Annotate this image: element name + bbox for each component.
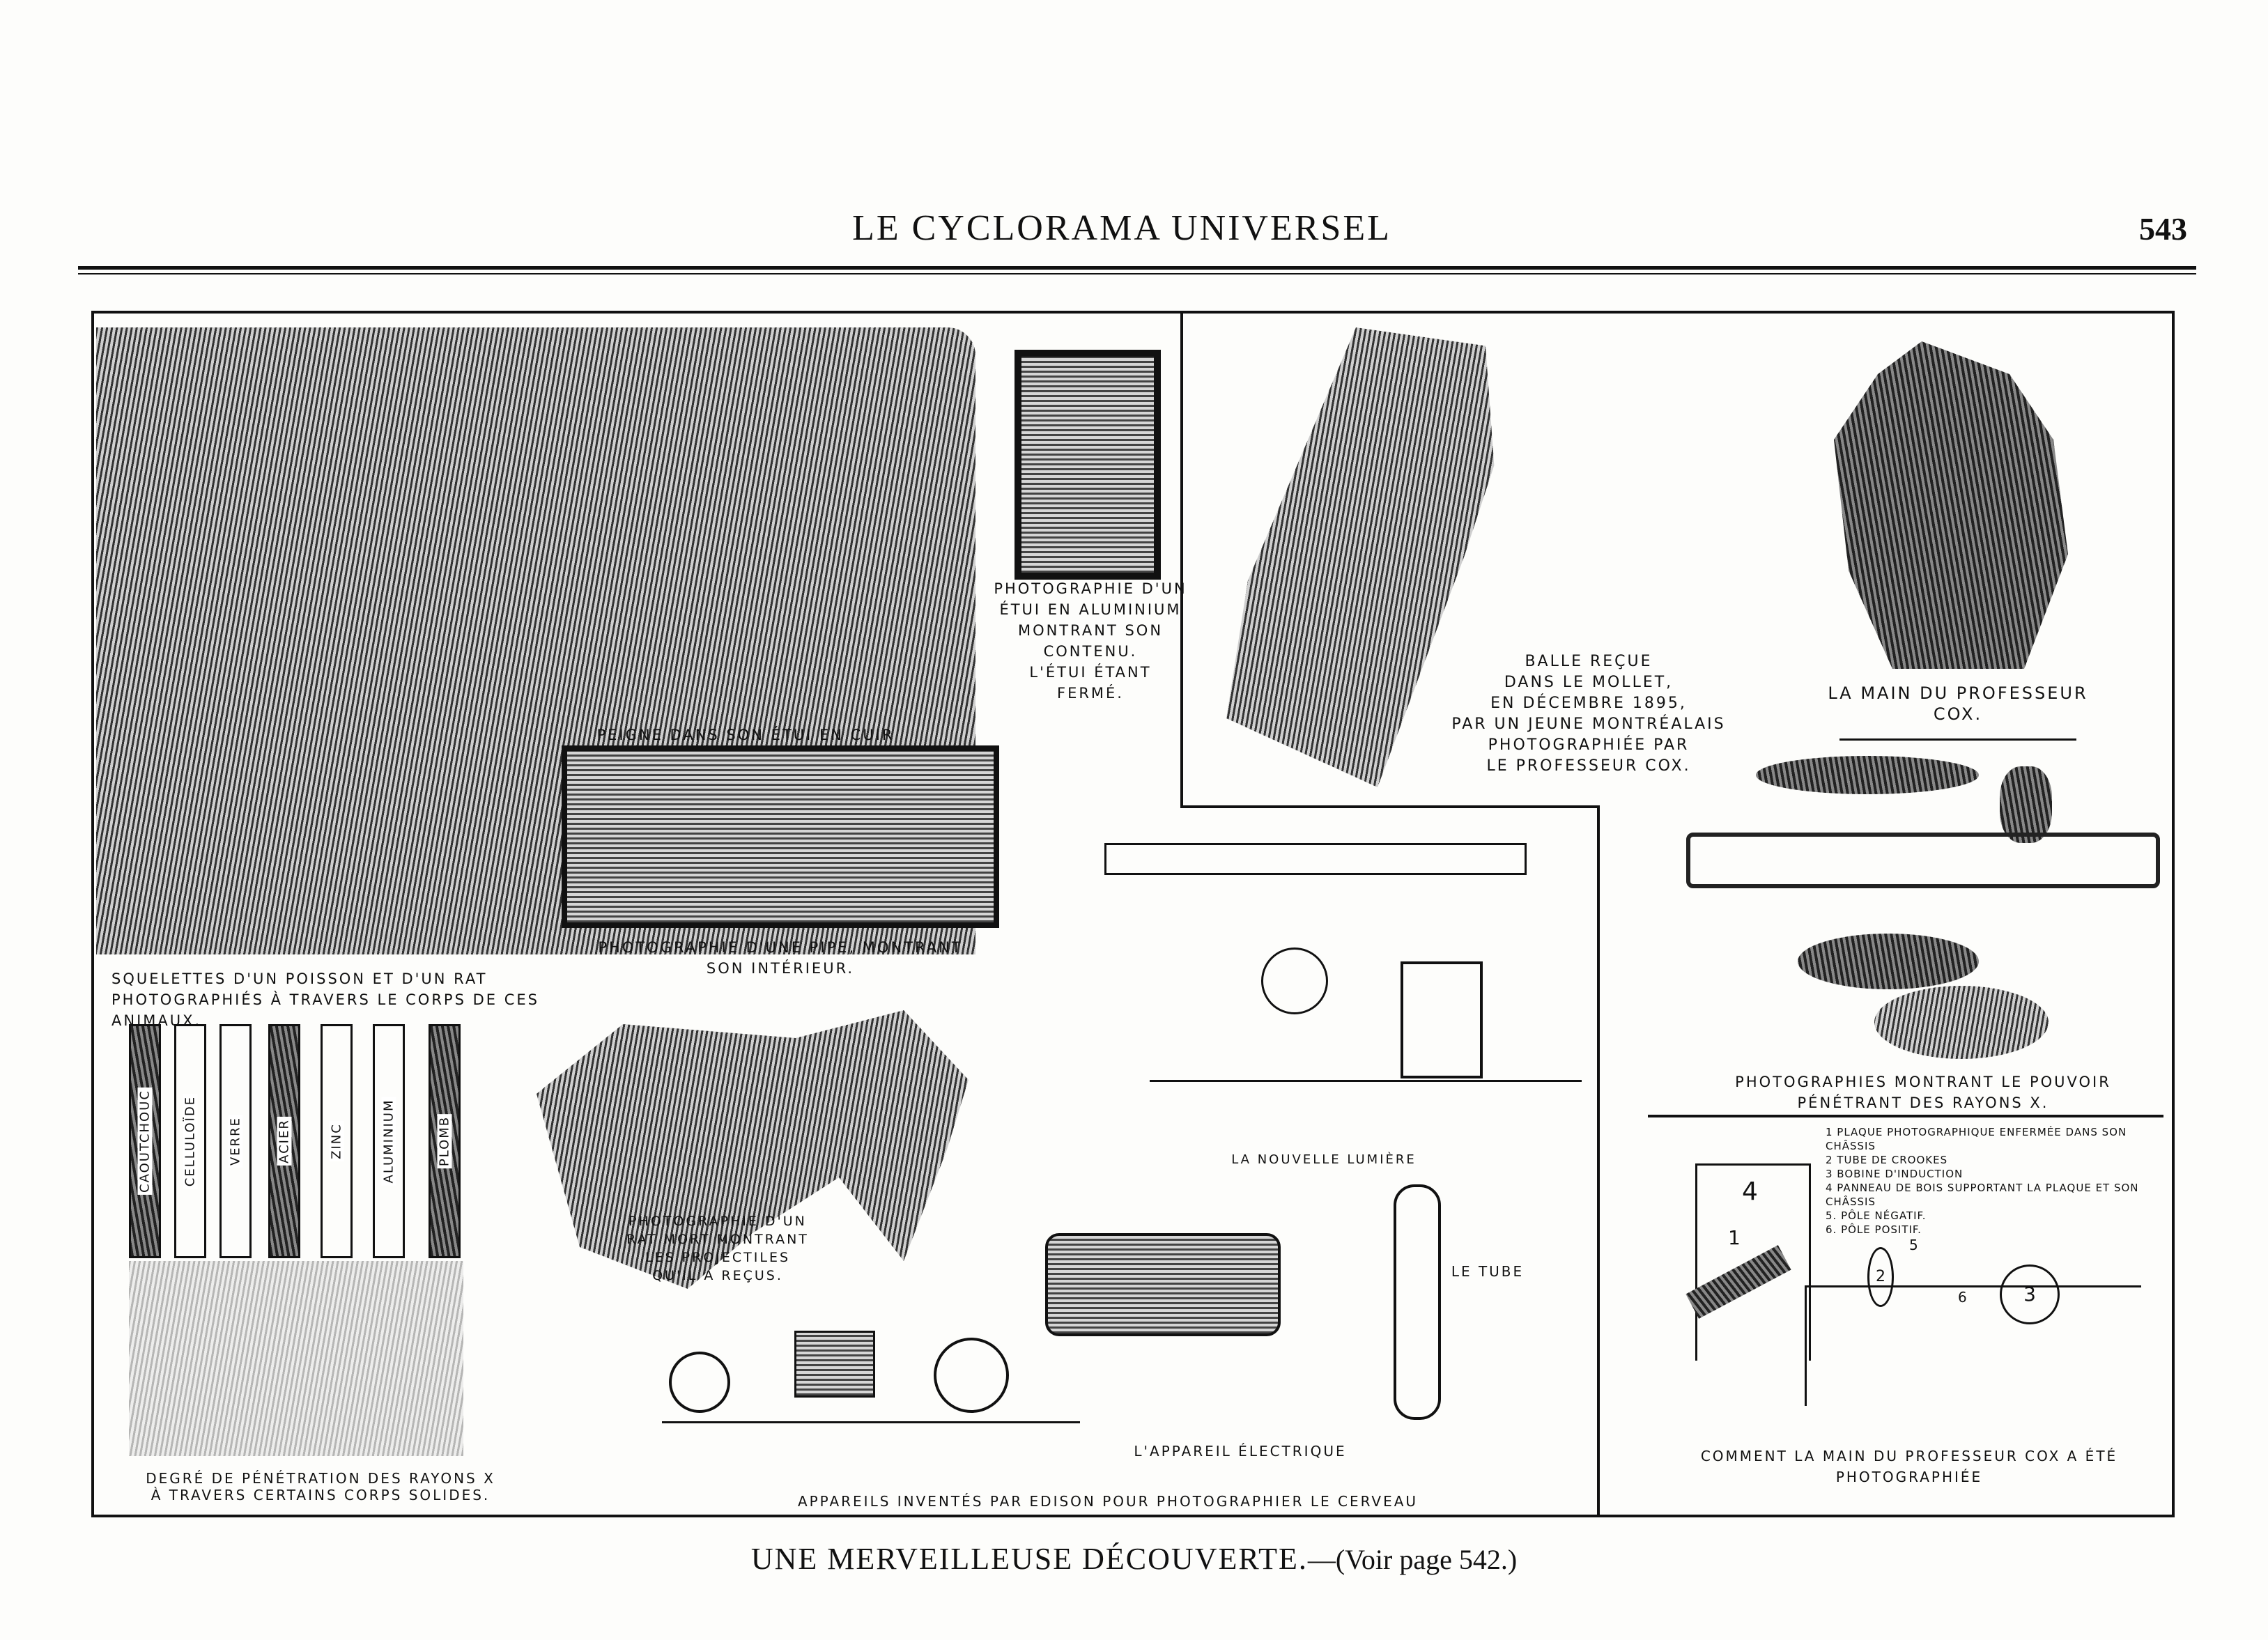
header-rule-top [78,266,2196,270]
induction-coil-apparatus [1045,1233,1281,1336]
caption-balle: BALLE REÇUE DANS LE MOLLET, EN DÉCEMBRE … [1451,653,1726,775]
positive-pole-number: 6 [1958,1289,1967,1306]
crookes-tube: 2 [1867,1247,1894,1307]
legend-list: 1 PLAQUE PHOTOGRAPHIQUE ENFERMÉE DANS SO… [1826,1125,2174,1237]
table-apparatus [1150,1080,1582,1110]
divider [1648,1115,2163,1117]
edison-apparatus [662,1338,1080,1423]
object-xray-image [1756,756,1979,794]
legend-item: 4 PANNEAU DE BOIS SUPPORTANT LA PLAQUE E… [1826,1182,2139,1208]
saw-xray-image [1686,833,2160,888]
panel-number: 4 [1742,1177,1758,1206]
caption-etui: PHOTOGRAPHIE D'UN ÉTUI EN ALUMINIUM MONT… [994,580,1187,702]
legend-item: 1 PLAQUE PHOTOGRAPHIQUE ENFERMÉE DANS SO… [1826,1126,2127,1152]
plate-title-main: UNE MERVEILLEUSE DÉCOUVERTE. [750,1542,1308,1576]
negative-pole-number: 5 [1909,1237,1918,1253]
legend-item: 2 TUBE DE CROOKES [1826,1154,1948,1166]
legend-item: 5. PÔLE NÉGATIF. [1826,1209,1927,1222]
caption-comment: COMMENT LA MAIN DU PROFESSEUR COX A ÉTÉ … [1700,1448,2118,1485]
caption-pipe: PHOTOGRAPHIE D'UNE PIPE, MONTRANT SON IN… [598,939,963,977]
caption-squelettes: SQUELETTES D'UN POISSON ET D'UN RAT PHOT… [111,970,539,1029]
edison-device [669,1352,730,1413]
material-strip: ZINC [321,1024,353,1258]
header-rule-bottom [78,273,2196,274]
caption-peigne: PEIGNE DANS SON ÉTUI EN CUIR [596,727,895,743]
material-strip: PLOMB [429,1024,461,1258]
edison-device [794,1331,875,1398]
legend-item: 3 BOBINE D'INDUCTION [1826,1168,1964,1180]
wooden-panel [1695,1163,1811,1361]
caption-edison: APPAREILS INVENTÉS PAR EDISON POUR PHOTO… [797,1493,1419,1510]
divider [1180,805,1600,808]
divider [1180,311,1183,807]
table [1805,1285,2141,1406]
aluminium-case-xray-image [1015,350,1161,580]
divider [1839,738,2076,741]
rail-apparatus [1104,843,1527,875]
running-title: LE CYCLORAMA UNIVERSEL [852,208,1391,248]
penetration-strips-image [129,1261,463,1456]
legend-item: 6. PÔLE POSITIF. [1826,1223,1922,1236]
material-strip: CAOUTCHOUC [129,1024,161,1258]
caption-lumiere: LA NOUVELLE LUMIÈRE [1231,1152,1417,1167]
object-xray-image [1874,986,2049,1059]
lamp-apparatus [1261,947,1328,1014]
material-strip: VERRE [219,1024,252,1258]
material-strip: ALUMINIUM [373,1024,405,1258]
material-strip: CELLULOÏDE [174,1024,206,1258]
object-xray-image [2000,766,2052,843]
plate-title: UNE MERVEILLEUSE DÉCOUVERTE.—(Voir page … [0,1541,2268,1577]
caption-degre: DEGRÉ DE PÉNÉTRATION DES RAYONS X À TRAV… [146,1470,495,1503]
induction-coil: 3 [2000,1264,2060,1324]
pipe-xray-image [562,745,999,928]
material-strip: ACIER [268,1024,300,1258]
caption-electrique: L'APPAREIL ÉLECTRIQUE [1134,1443,1347,1460]
caption-main: LA MAIN DU PROFESSEUR COX. [1828,683,2088,724]
caption-pouvoir: PHOTOGRAPHIES MONTRANT LE POUVOIR PÉNÉTR… [1735,1074,2111,1111]
frame-apparatus [1401,961,1483,1078]
caption-tube: LE TUBE [1451,1263,1525,1280]
edison-device [934,1338,1009,1413]
crookes-tube-apparatus [1394,1184,1441,1420]
page-number: 543 [2139,211,2187,247]
plate-frame [91,311,2175,1517]
plate-title-ref: —(Voir page 542.) [1307,1544,1518,1575]
object-xray-image [1798,934,1979,989]
divider [1597,805,1600,1517]
caption-rat: PHOTOGRAPHIE D'UN RAT MORT MONTRANT LES … [626,1214,809,1283]
plate-number: 1 [1728,1226,1741,1249]
